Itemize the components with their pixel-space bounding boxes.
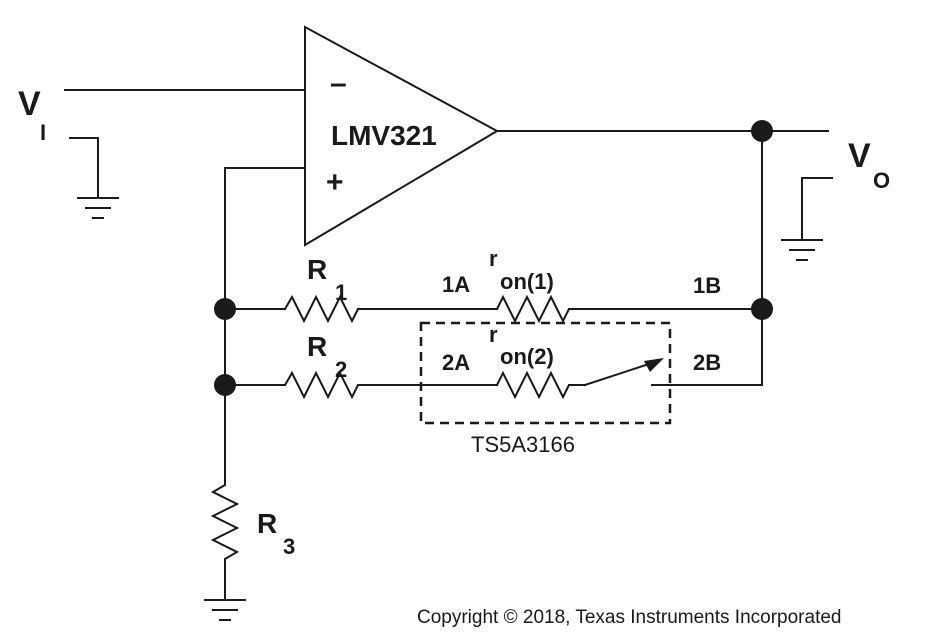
opamp-plus-sign: +	[326, 166, 344, 199]
svg-text:2: 2	[335, 357, 347, 382]
opamp-minus-sign: –	[330, 67, 347, 100]
input-ground-symbol	[77, 197, 119, 219]
svg-text:R: R	[257, 508, 277, 539]
svg-text:V: V	[848, 137, 871, 175]
r2-resistor	[284, 370, 359, 400]
ron2-label: r on(2)	[489, 322, 554, 369]
pin-1b-label: 1B	[693, 273, 721, 298]
pin-2a-label: 2A	[442, 350, 470, 375]
pin-2b-label: 2B	[693, 350, 721, 375]
junction-dot-r1	[214, 298, 236, 320]
r3-resistor	[210, 484, 240, 560]
svg-text:on(2): on(2)	[500, 344, 554, 369]
svg-text:R: R	[307, 254, 327, 285]
opamp-part-number: LMV321	[331, 120, 437, 151]
output-ground-symbol	[781, 239, 823, 261]
copyright-notice: Copyright © 2018, Texas Instruments Inco…	[417, 607, 842, 628]
input-ground-lead	[69, 137, 99, 199]
r1-label: R 1	[307, 254, 347, 305]
svg-text:1: 1	[335, 280, 347, 305]
input-label: V I	[18, 85, 46, 145]
svg-text:O: O	[873, 168, 890, 193]
ron2-resistor	[496, 370, 570, 400]
svg-text:3: 3	[283, 534, 295, 559]
ron1-label: r on(1)	[489, 246, 554, 294]
output-label: V O	[848, 137, 890, 193]
junction-dot-1b	[751, 298, 773, 320]
switch-ic-label: TS5A3166	[471, 432, 575, 457]
svg-text:r: r	[489, 246, 498, 271]
r1-resistor	[284, 294, 359, 324]
opamp-triangle	[304, 25, 500, 247]
svg-text:r: r	[489, 322, 498, 347]
pin-1a-label: 1A	[442, 272, 470, 297]
r2-label: R 2	[307, 331, 347, 382]
plus-input-wire	[224, 167, 306, 476]
junction-dot-output	[751, 120, 773, 142]
junction-dot-r2	[214, 374, 236, 396]
r3-label: R 3	[257, 508, 295, 559]
switch-ic-boundary	[419, 321, 672, 425]
analog-switch-blade	[583, 360, 657, 387]
ron1-resistor	[496, 294, 570, 324]
output-ground-lead	[801, 177, 833, 241]
svg-text:V: V	[18, 85, 41, 123]
svg-text:on(1): on(1)	[500, 269, 554, 294]
svg-text:R: R	[307, 331, 327, 362]
svg-text:I: I	[40, 120, 46, 145]
r3-ground-symbol	[204, 599, 246, 621]
switch-arrow-head	[644, 358, 664, 372]
